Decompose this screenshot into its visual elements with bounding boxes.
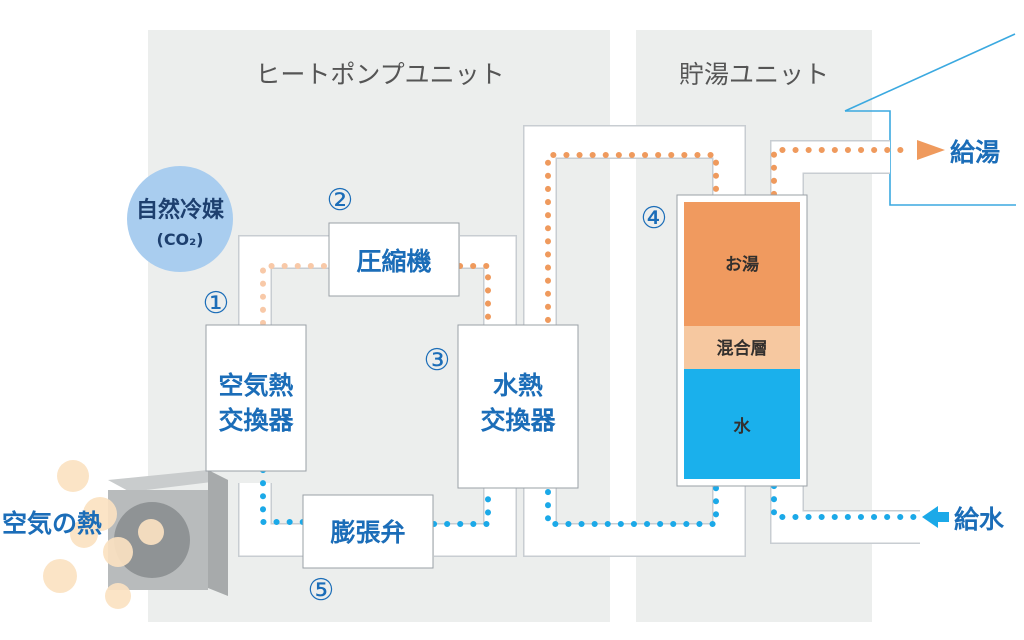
- natural-refrigerant-circle: [127, 166, 233, 272]
- compressor-label: 圧縮機: [356, 247, 431, 276]
- tank-water-label: 水: [734, 416, 752, 437]
- storage-unit-title: 貯湯ユニット: [679, 60, 829, 89]
- tank-hot-label: お湯: [725, 255, 759, 275]
- step-2-marker: ②: [327, 183, 354, 218]
- house-outline: [844, 33, 1016, 112]
- water-heat-exchanger-box: [457, 324, 579, 489]
- water-heat-exchanger-label-2: 交換器: [480, 406, 556, 435]
- air-heat-label: 空気の熱: [2, 509, 102, 538]
- compressor-box: [328, 222, 460, 297]
- hot-water-flow-to-tank: [545, 152, 719, 323]
- heatpump-unit-title: ヒートポンプユニット: [255, 60, 504, 89]
- refrigerant-label: 自然冷媒: [136, 197, 225, 223]
- air-heat-bubbles: [43, 460, 164, 609]
- step-5-marker: ⑤: [308, 573, 335, 608]
- pipes: [238, 125, 920, 557]
- step-1-marker: ①: [203, 286, 230, 321]
- water-supply-arrow-tail: [937, 512, 949, 522]
- expansion-valve-box: [302, 494, 434, 569]
- air-heat-exchanger-box: [205, 324, 307, 472]
- refrigerant-cool-flow-right: [431, 487, 491, 527]
- water-supply-label: 給水: [954, 505, 1005, 534]
- hot-supply-arrow-icon: [917, 140, 945, 160]
- water-heat-exchanger-label-1: 水熱: [493, 371, 543, 400]
- step-3-marker: ③: [424, 343, 451, 378]
- air-heat-exchanger-label-1: 空気熱: [218, 371, 293, 400]
- water-supply-arrow-icon: [922, 506, 938, 528]
- hot-water-supply-flow: [771, 147, 913, 197]
- water-supply-flow: [771, 483, 921, 520]
- tank-mixed-label: 混合層: [717, 338, 768, 359]
- step-4-marker: ④: [641, 201, 668, 236]
- tank-hot-layer: [684, 202, 800, 326]
- tank-mixed-layer: [684, 326, 800, 369]
- hot-supply-label: 給湯: [950, 138, 1000, 167]
- refrigerant-hot-flow-right: [457, 263, 491, 328]
- dotted-flows: [260, 147, 921, 527]
- refrigerant-formula: (CO₂): [157, 230, 204, 249]
- refrigerant-cool-flow-left: [260, 467, 307, 525]
- air-heat-exchanger-label-2: 交換器: [218, 406, 294, 435]
- cold-water-flow-to-exchanger: [545, 483, 719, 527]
- tank-water-layer: [684, 369, 800, 479]
- expansion-valve-label: 膨張弁: [330, 518, 405, 547]
